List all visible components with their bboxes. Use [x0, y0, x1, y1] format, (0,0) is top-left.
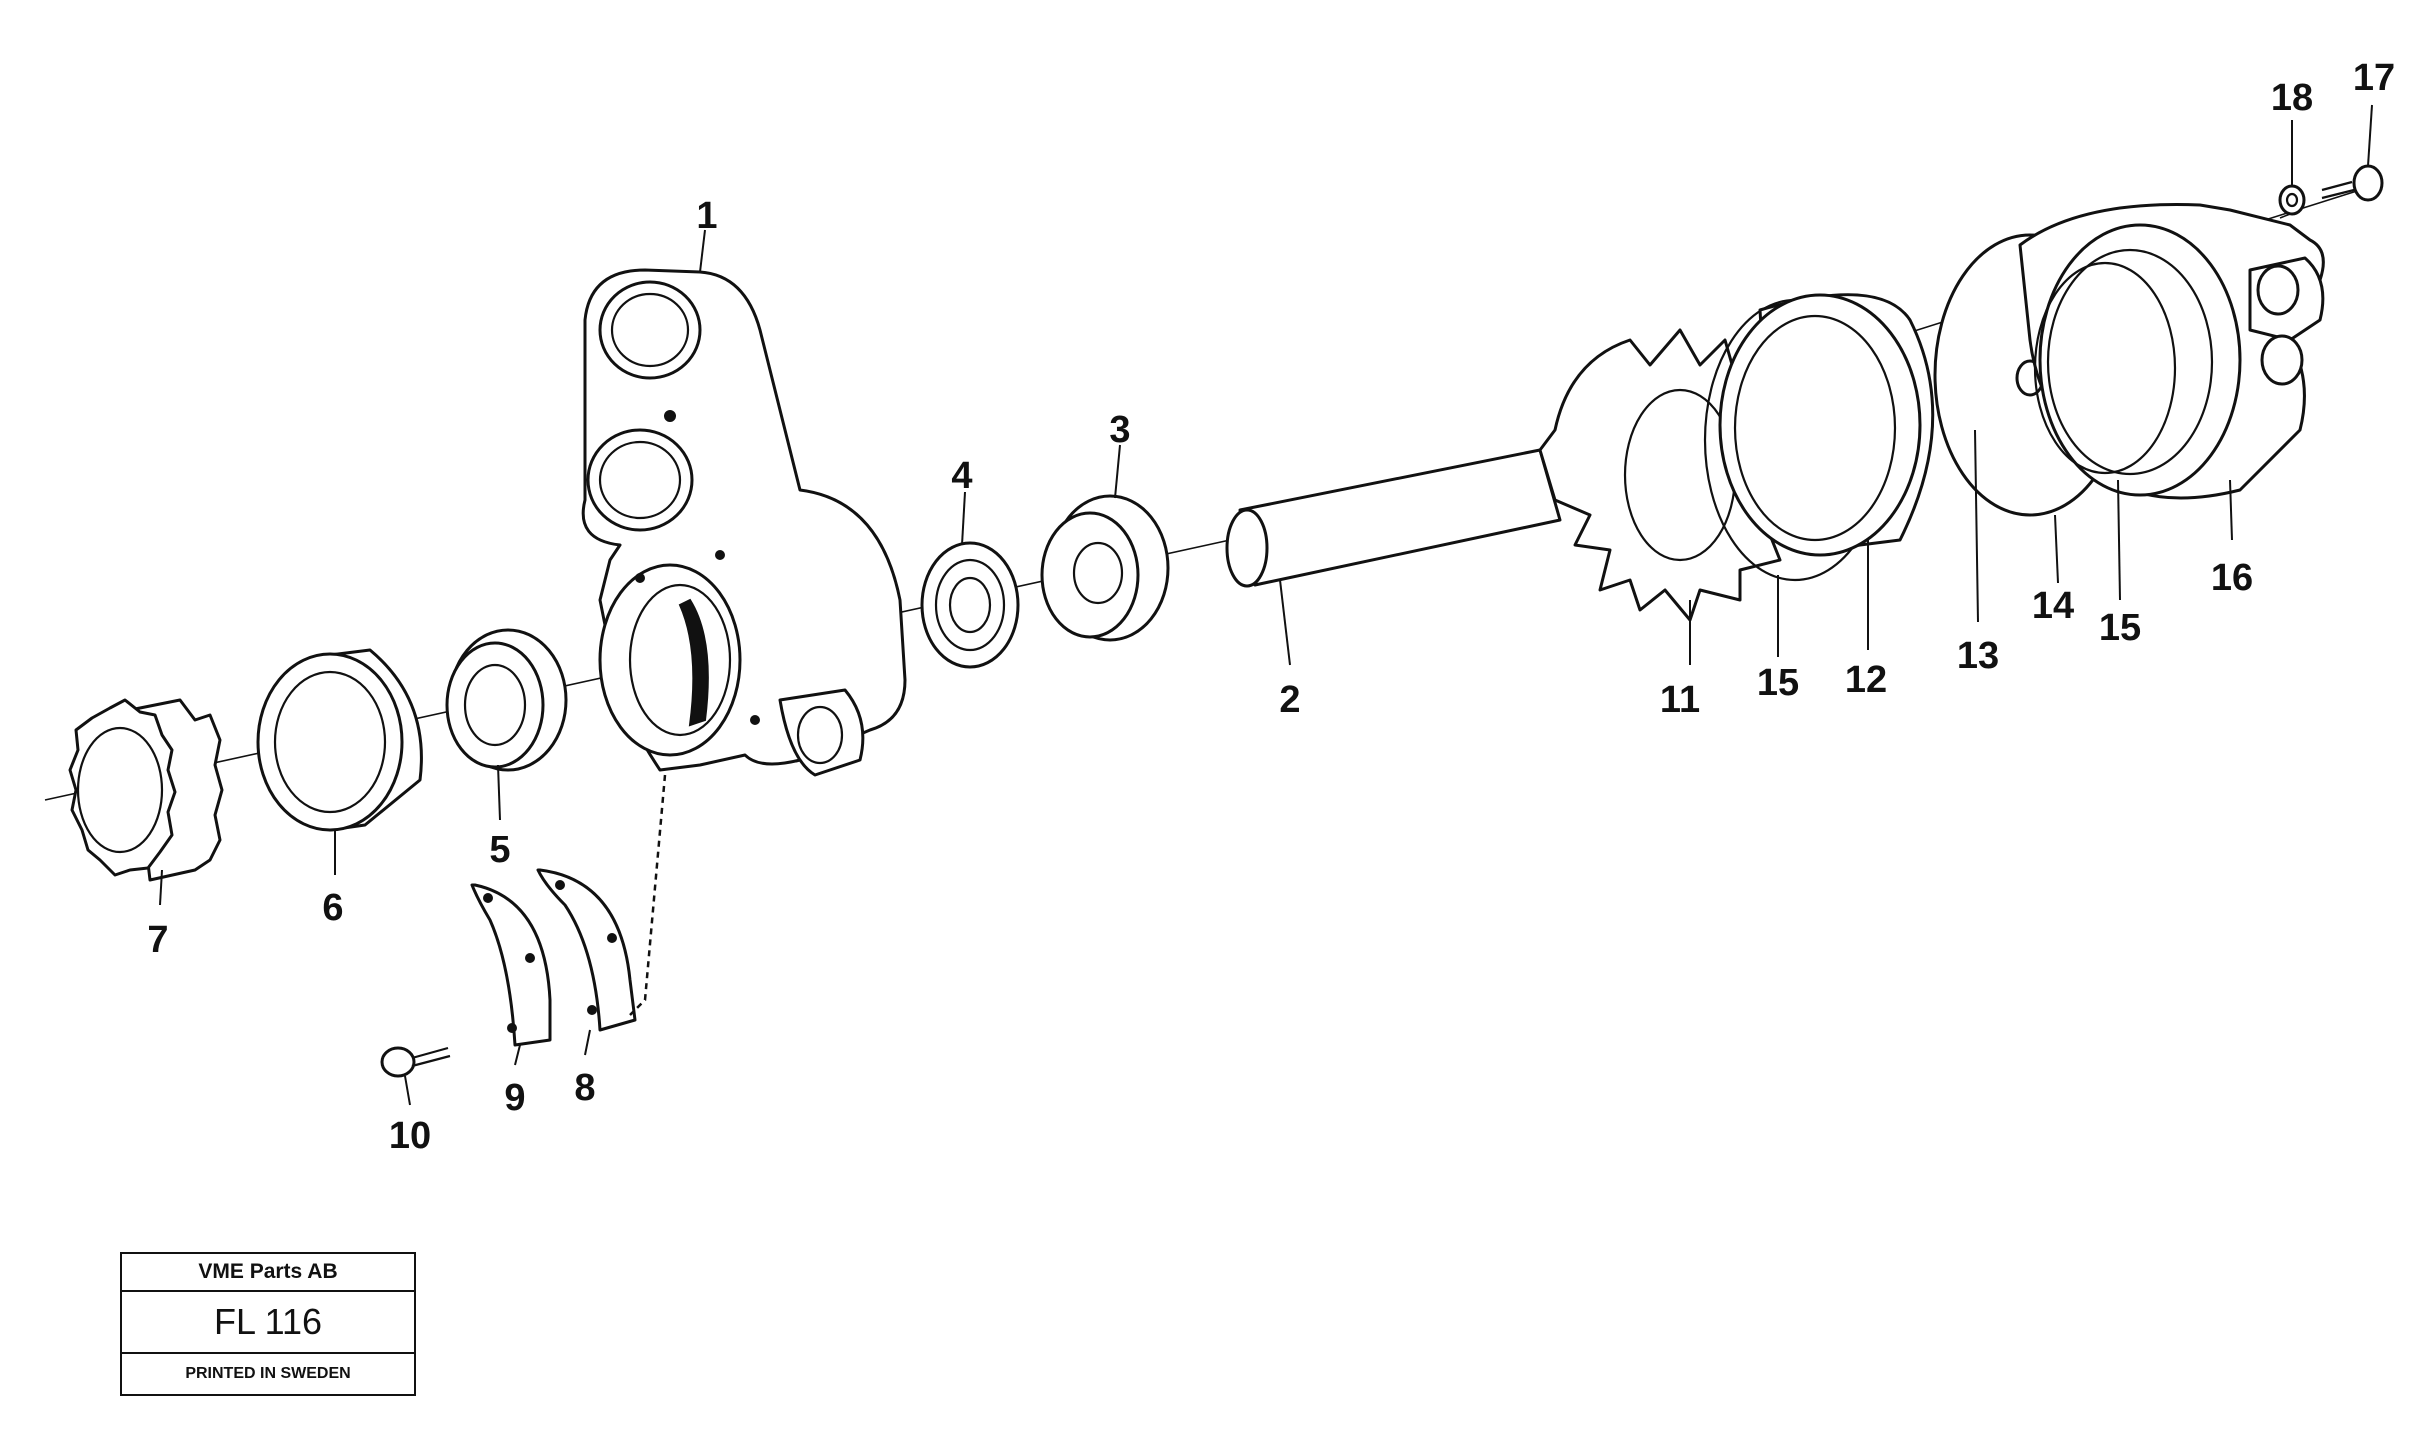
- part-5-seal: [445, 628, 568, 772]
- callout-10: 10: [389, 1115, 431, 1157]
- part-4-ball-bearing: [920, 541, 1020, 669]
- part-3-seal-ring: [1040, 494, 1170, 642]
- printed-note: PRINTED IN SWEDEN: [185, 1365, 351, 1382]
- part-6-roller-bearing: [256, 648, 423, 832]
- part-12-wear-ring: [1718, 293, 1935, 557]
- callout-16: 16: [2211, 557, 2253, 599]
- leader-lines: [159, 104, 2373, 1106]
- callout-6: 6: [322, 887, 343, 929]
- part-10-screw: [380, 1046, 451, 1078]
- callout-18: 18: [2271, 77, 2313, 119]
- part-7-gear: [68, 698, 224, 882]
- callout-12: 12: [1845, 659, 1887, 701]
- part-9-thrust-plate: [470, 883, 552, 1047]
- part-18-washer: [2278, 184, 2306, 216]
- callout-5: 5: [489, 829, 510, 871]
- part-2-shaft: [1225, 448, 1562, 588]
- callout-8: 8: [574, 1067, 595, 1109]
- callout-2: 2: [1279, 679, 1300, 721]
- callout-15b: 15: [2099, 607, 2141, 649]
- callout-4: 4: [951, 455, 972, 497]
- part-15-ring-cover: [2033, 261, 2177, 475]
- part-17-screw: [2321, 164, 2384, 202]
- drawing-code: FL 116: [122, 1292, 414, 1354]
- callout-7: 7: [147, 919, 168, 961]
- callout-17: 17: [2353, 57, 2395, 99]
- part-8-thrust-plate: [536, 868, 637, 1032]
- callout-15a: 15: [1757, 662, 1799, 704]
- callout-1: 1: [696, 195, 717, 237]
- callout-13: 13: [1957, 635, 1999, 677]
- callout-9: 9: [504, 1077, 525, 1119]
- part-1-pump-housing: [581, 268, 907, 777]
- callout-14: 14: [2032, 585, 2074, 627]
- company-name: VME Parts AB: [122, 1254, 414, 1292]
- title-block: VME Parts AB FL 116 PRINTED IN SWEDEN: [120, 1252, 416, 1396]
- callout-3: 3: [1109, 409, 1130, 451]
- callout-labels: 1 2 3 4 5 6 7 8 9 10 11 15 12 13 14 15 1…: [147, 57, 2395, 1157]
- part-16-pump-cover: [2018, 203, 2325, 500]
- callout-11: 11: [1660, 679, 1700, 721]
